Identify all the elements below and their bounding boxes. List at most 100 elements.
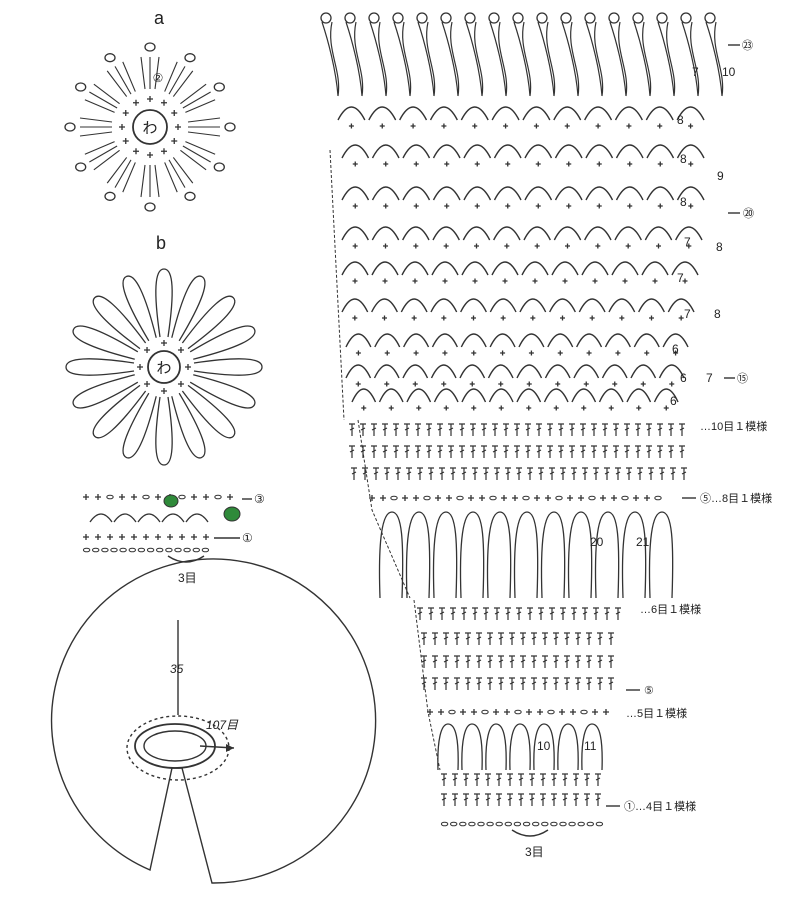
double-crochet-symbol — [540, 773, 546, 786]
double-crochet-symbol — [494, 607, 500, 620]
single-crochet-symbol — [203, 534, 209, 540]
single-crochet-symbol — [161, 340, 167, 346]
long-arch — [486, 511, 512, 599]
chain-stitch-symbol — [541, 821, 549, 827]
single-crochet-symbol — [592, 278, 598, 284]
single-crochet-symbol — [379, 123, 385, 129]
round-15-mark: ⑮ — [737, 372, 748, 385]
double-crochet-symbol — [362, 467, 368, 480]
picot-symbol — [632, 12, 644, 24]
double-crochet-symbol — [393, 445, 399, 458]
single-crochet-symbol — [471, 709, 477, 715]
double-crochet-symbol — [476, 655, 482, 668]
petal-loop — [122, 392, 157, 459]
chain-stitch-symbol — [588, 495, 596, 501]
single-crochet-symbol — [191, 534, 197, 540]
motif-a-label: a — [154, 8, 165, 28]
chain-stitch-symbol — [459, 821, 467, 827]
chain-arch — [614, 106, 643, 121]
chain-arch — [371, 298, 398, 313]
treble-crochet-symbol — [106, 157, 128, 184]
double-crochet-symbol — [584, 793, 590, 806]
treble-crochet-symbol — [122, 162, 136, 193]
chain-stitch-symbol — [621, 495, 629, 501]
count-r4-8: 8 — [716, 240, 723, 254]
single-crochet-symbol — [586, 350, 592, 356]
single-crochet-symbol — [595, 243, 601, 249]
chain-arch — [402, 364, 429, 379]
single-crochet-symbol — [649, 315, 654, 321]
double-crochet-symbol — [514, 445, 520, 458]
double-crochet-symbol — [487, 677, 493, 690]
long-loop — [537, 21, 556, 97]
double-crochet-symbol — [393, 423, 399, 436]
double-crochet-symbol — [421, 655, 427, 668]
single-crochet-symbol — [534, 495, 540, 501]
single-crochet-symbol — [469, 381, 475, 387]
chain-arch — [399, 106, 428, 121]
double-crochet-symbol — [657, 423, 663, 436]
chain-arch — [462, 226, 491, 241]
chain-arch — [585, 186, 614, 201]
single-crochet-symbol — [161, 388, 167, 394]
chain-arch — [493, 226, 521, 241]
single-crochet-symbol — [502, 278, 508, 284]
single-crochet-symbol — [171, 110, 178, 116]
single-crochet-symbol — [589, 315, 595, 321]
chain-arch — [460, 106, 489, 121]
chain-arch — [676, 106, 705, 121]
chain-arch — [461, 261, 489, 276]
single-crochet-symbol — [383, 161, 389, 167]
double-crochet-symbol — [518, 793, 524, 806]
single-crochet-symbol — [131, 534, 137, 540]
double-crochet-symbol — [657, 445, 663, 458]
double-crochet-symbol — [474, 773, 480, 786]
long-loop — [369, 21, 388, 97]
chain-arch — [463, 186, 492, 201]
single-crochet-symbol — [581, 405, 587, 411]
single-crochet-symbol — [565, 243, 570, 249]
double-crochet-symbol — [516, 607, 522, 620]
double-crochet-symbol — [582, 607, 588, 620]
single-crochet-symbol — [493, 709, 499, 715]
long-loop — [609, 21, 628, 97]
medium-arch — [581, 723, 603, 771]
chain-arch — [185, 513, 209, 523]
single-crochet-symbol — [119, 124, 125, 130]
single-crochet-symbol — [505, 161, 511, 167]
picot-symbol — [144, 42, 156, 52]
double-crochet-symbol — [624, 445, 630, 458]
picot-symbol — [536, 12, 548, 24]
single-crochet-symbol — [119, 494, 125, 500]
double-crochet-symbol — [415, 445, 421, 458]
double-crochet-symbol — [613, 423, 619, 436]
chain-arch — [578, 298, 606, 313]
double-crochet-symbol — [509, 677, 515, 690]
chain-arch — [676, 144, 705, 159]
double-crochet-symbol — [648, 467, 654, 480]
single-crochet-symbol — [133, 148, 139, 155]
single-crochet-symbol — [504, 243, 510, 249]
chain-arch — [644, 226, 673, 241]
double-crochet-symbol — [531, 655, 537, 668]
double-crochet-symbol — [465, 677, 471, 690]
chain-stitch-symbol — [110, 547, 118, 553]
chain-arch — [341, 298, 369, 313]
picot-symbol — [560, 12, 572, 24]
single-crochet-symbol — [615, 350, 621, 356]
long-arch — [621, 511, 647, 599]
treble-crochet-symbol — [154, 56, 160, 90]
single-crochet-symbol — [505, 203, 511, 209]
double-crochet-symbol — [494, 467, 500, 480]
double-crochet-symbol — [604, 607, 610, 620]
long-loop — [705, 21, 724, 97]
chain-arch — [461, 388, 487, 403]
single-crochet-symbol — [678, 315, 684, 321]
double-crochet-symbol — [560, 607, 566, 620]
single-crochet-symbol — [119, 534, 125, 540]
treble-crochet-symbol — [185, 141, 216, 155]
chain-arch — [524, 144, 553, 159]
picot-symbol — [488, 12, 500, 24]
double-crochet-symbol — [454, 655, 460, 668]
